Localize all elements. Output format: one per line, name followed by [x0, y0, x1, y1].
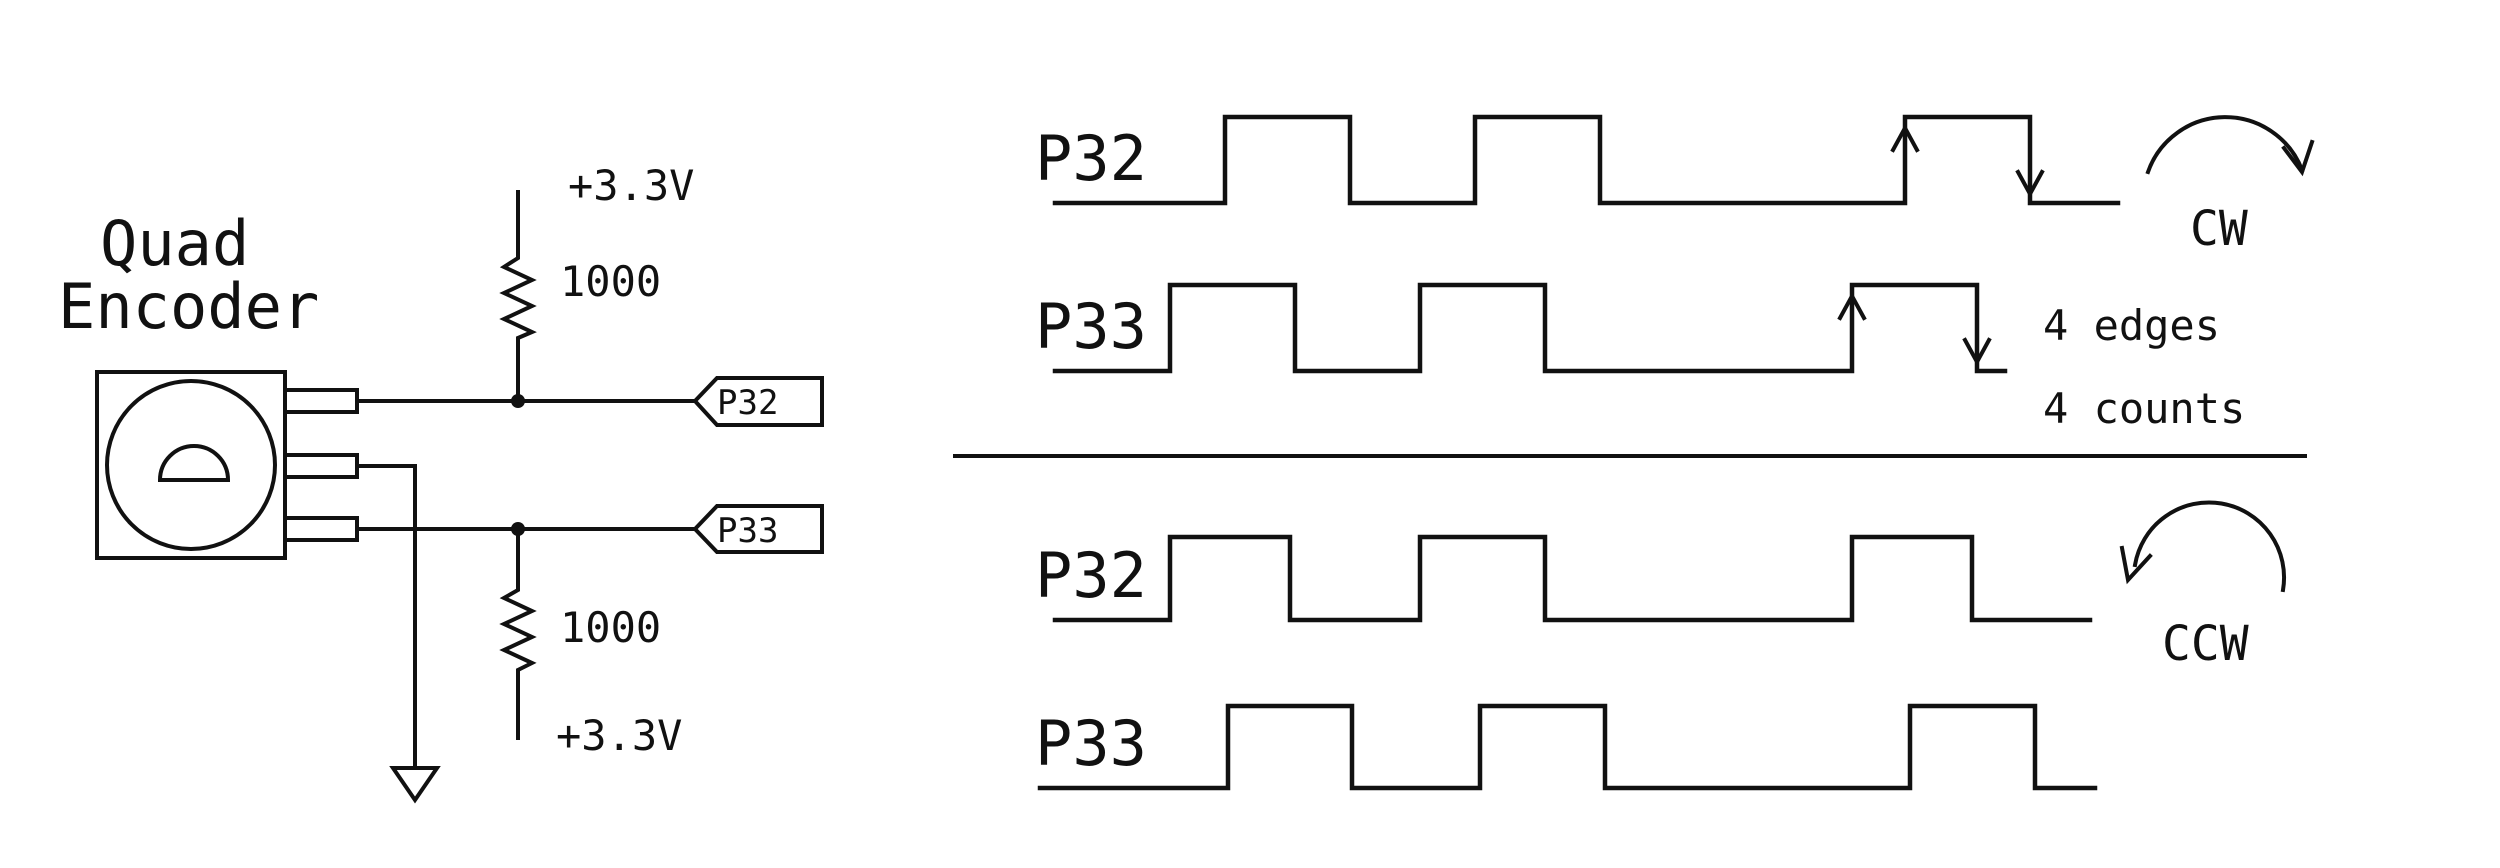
connector-tag-p32 [692, 376, 824, 427]
junction-dot-bottom [511, 522, 525, 536]
bottom-supply-label: +3.3V [556, 711, 682, 760]
connector-tag-p33 [692, 504, 824, 554]
cw-rotation-arc [2145, 115, 2305, 175]
cw-p32-rising-edge-arrow-icon [1890, 123, 1920, 153]
cw-arrowhead-icon [2281, 139, 2315, 177]
bottom-resistor-label: 1000 [560, 603, 661, 652]
cw-counts-note: 4 counts [2043, 384, 2245, 433]
cw-timing: P32 P33 CW 4 edges 4 counts [1035, 114, 2315, 433]
ccw-direction-label: CCW [2162, 616, 2249, 672]
connector-tag-p33-label: P33 [717, 511, 778, 551]
encoder-pin-a [283, 388, 359, 414]
encoder-schematic: Quad Encoder +3.3V 1000 1000 +3.3V P32 P… [58, 161, 824, 804]
encoder-knob [105, 379, 277, 551]
encoder-title-line1: Quad [100, 207, 249, 280]
encoder-pin-b [283, 516, 359, 542]
cw-p33-falling-edge-arrow-icon [1962, 337, 1992, 367]
ccw-rotation-arc [2132, 500, 2287, 593]
encoder-body [95, 370, 287, 560]
cw-p32-waveform [1052, 114, 2121, 206]
cw-p33-waveform [1052, 282, 2008, 374]
encoder-pin-common [283, 453, 359, 479]
junction-dot-top [511, 394, 525, 408]
ccw-p33-label: P33 [1035, 707, 1147, 780]
cw-direction-label: CW [2190, 201, 2248, 257]
cw-p33-rising-edge-arrow-icon [1837, 291, 1867, 321]
ground-icon [389, 766, 441, 804]
top-resistor-icon [499, 190, 537, 403]
top-resistor-label: 1000 [560, 257, 661, 306]
ccw-arrowhead-icon [2119, 545, 2153, 585]
top-supply-label: +3.3V [568, 161, 694, 210]
cw-edges-note: 4 edges [2043, 301, 2220, 350]
ccw-p33-waveform [1037, 703, 2098, 791]
ccw-timing: P32 P33 CCW [1035, 500, 2287, 791]
encoder-title-line2: Encoder [58, 270, 319, 343]
cw-p33-label: P33 [1035, 290, 1147, 363]
connector-tag-p32-label: P32 [717, 383, 778, 423]
ccw-p32-label: P32 [1035, 539, 1147, 612]
wire-ground [355, 464, 417, 770]
cw-p32-label: P32 [1035, 122, 1147, 195]
encoder-shaft-icon [157, 444, 231, 482]
bottom-resistor-icon [499, 527, 537, 740]
ccw-p32-waveform [1052, 534, 2093, 623]
cw-p32-falling-edge-arrow-icon [2015, 169, 2045, 199]
